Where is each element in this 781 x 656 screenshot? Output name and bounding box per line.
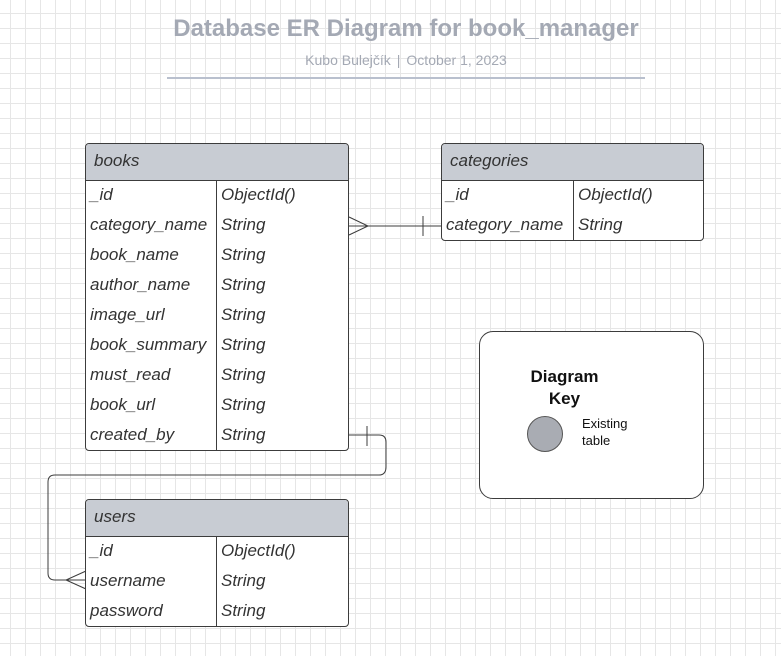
table-row: author_name String: [86, 271, 348, 301]
crowfoot-many-books: [348, 216, 370, 236]
field-name: book_name: [86, 241, 217, 271]
field-name: created_by: [86, 421, 217, 450]
field-type: String: [221, 305, 266, 324]
field-type: String: [221, 365, 266, 384]
books-users-connector: [47, 434, 387, 581]
subtitle-separator: |: [396, 52, 401, 68]
key-title-line: Diagram: [530, 367, 599, 386]
table-books[interactable]: books _id ObjectId() category_name Strin…: [85, 143, 349, 451]
key-label-line: table: [582, 433, 611, 448]
field-name: book_url: [86, 391, 217, 421]
table-row: _id ObjectId(): [86, 537, 348, 567]
table-row: created_by String: [86, 421, 348, 450]
table-row: category_name String: [442, 211, 703, 240]
diagram-subtitle: Kubo Bulejčík | October 1, 2023: [167, 52, 645, 68]
field-type: String: [221, 215, 266, 234]
field-type: String: [221, 601, 266, 620]
table-header-users: users: [86, 500, 348, 537]
crowfoot-many-users: [64, 570, 87, 590]
field-type: String: [221, 275, 266, 294]
field-type: String: [221, 395, 266, 414]
field-name: must_read: [86, 361, 217, 391]
table-row: category_name String: [86, 211, 348, 241]
field-type: String: [221, 335, 266, 354]
field-name: author_name: [86, 271, 217, 301]
field-name: category_name: [442, 211, 574, 240]
table-row: book_url String: [86, 391, 348, 421]
diagram-date: October 1, 2023: [406, 52, 507, 68]
table-row: must_read String: [86, 361, 348, 391]
field-name: username: [86, 567, 217, 597]
table-row: password String: [86, 597, 348, 626]
diagram-key[interactable]: Diagram Key Existing table: [479, 331, 704, 499]
field-type: ObjectId(): [221, 185, 296, 204]
field-name: book_summary: [86, 331, 217, 361]
field-name: password: [86, 597, 217, 626]
key-title-line: Key: [548, 389, 581, 408]
existing-table-swatch: [527, 416, 563, 452]
table-categories[interactable]: categories _id ObjectId() category_name …: [441, 143, 704, 241]
diagram-key-title: Diagram Key: [502, 366, 627, 410]
field-type: ObjectId(): [221, 541, 296, 560]
field-name: _id: [86, 537, 217, 567]
table-row: _id ObjectId(): [442, 181, 703, 211]
diagram-title: Database ER Diagram for book_manager: [173, 15, 639, 42]
field-name: image_url: [86, 301, 217, 331]
table-header-books: books: [86, 144, 348, 181]
field-type: String: [221, 245, 266, 264]
field-name: _id: [86, 181, 217, 211]
field-type: String: [221, 425, 266, 444]
table-row: image_url String: [86, 301, 348, 331]
title-divider: [167, 77, 645, 79]
table-row: book_summary String: [86, 331, 348, 361]
table-row: _id ObjectId(): [86, 181, 348, 211]
key-label-line: Existing: [582, 416, 628, 431]
table-users[interactable]: users _id ObjectId() username String pas…: [85, 499, 349, 627]
table-row: username String: [86, 567, 348, 597]
field-type: String: [578, 215, 623, 234]
table-row: book_name String: [86, 241, 348, 271]
table-header-categories: categories: [442, 144, 703, 181]
field-name: category_name: [86, 211, 217, 241]
field-name: _id: [442, 181, 574, 211]
author-name: Kubo Bulejčík: [305, 52, 391, 68]
field-type: ObjectId(): [578, 185, 653, 204]
existing-table-label: Existing table: [582, 415, 662, 449]
field-type: String: [221, 571, 266, 590]
